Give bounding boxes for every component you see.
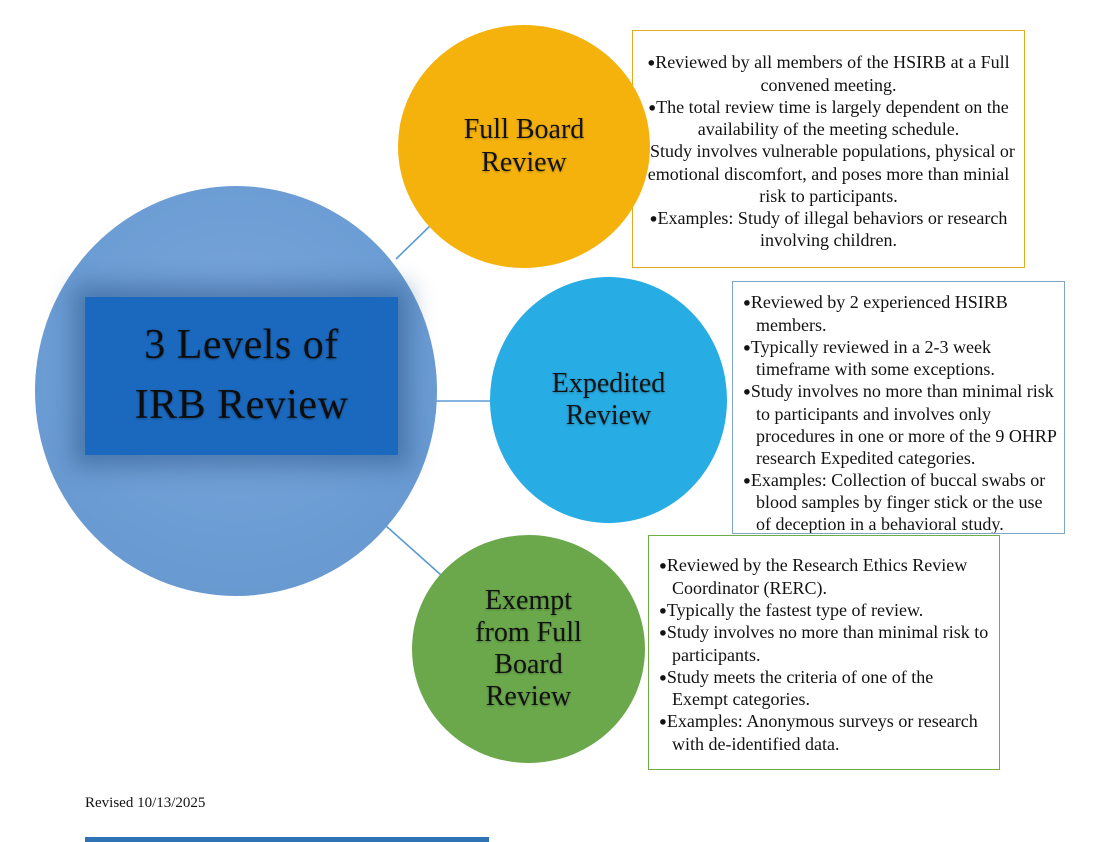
bullet-icon: ● bbox=[743, 383, 751, 399]
list-item-text: Reviewed by 2 experienced HSIRB members. bbox=[750, 292, 1008, 335]
bullet-icon: ● bbox=[659, 669, 667, 684]
diagram-title-panel: 3 Levels of IRB Review bbox=[85, 297, 398, 455]
bullet-icon: ● bbox=[648, 99, 657, 114]
bullet-icon: ● bbox=[659, 624, 667, 640]
bullet-icon: ● bbox=[659, 713, 667, 729]
level-circle-expedited: Expedited Review bbox=[490, 277, 727, 523]
bullet-icon: ● bbox=[743, 339, 751, 354]
list-item-text: Reviewed by all members of the HSIRB at … bbox=[655, 52, 1010, 95]
list-item-text: Study involves no more than minimal risk… bbox=[666, 622, 989, 665]
connector-to-exempt bbox=[384, 524, 442, 576]
diagram-title-line: IRB Review bbox=[134, 382, 349, 428]
level-circle-full-board: Full Board Review bbox=[398, 25, 650, 268]
connector-to-full-board bbox=[395, 223, 433, 260]
list-item-text: Examples: Collection of buccal swabs or … bbox=[750, 469, 1046, 534]
list-item-text: The total review time is largely depende… bbox=[656, 96, 1009, 140]
footer-revised-date: Revised 10/13/2025 bbox=[85, 795, 206, 811]
list-item-text: Examples: Study of illegal behaviors or … bbox=[657, 207, 1008, 251]
list-item: ●Reviewed by all members of the HSIRB at… bbox=[641, 51, 1016, 96]
bullet-icon: ● bbox=[743, 294, 751, 310]
list-item: ●The total review time is largely depend… bbox=[641, 96, 1016, 141]
bullet-icon: ● bbox=[647, 54, 656, 70]
bullet-icon: ● bbox=[649, 210, 658, 225]
list-item: ●Examples: Collection of buccal swabs or… bbox=[743, 469, 1058, 534]
list-item: ●Examples: Anonymous surveys or research… bbox=[659, 710, 993, 755]
list-item-text: Reviewed by the Research Ethics Review C… bbox=[666, 555, 968, 598]
bullet-icon: ● bbox=[659, 557, 667, 573]
list-item: ●Reviewed by the Research Ethics Review … bbox=[659, 554, 993, 599]
notes-box-expedited: ●Reviewed by 2 experienced HSIRB members… bbox=[732, 281, 1065, 534]
level-label: Exempt from Full Board Review bbox=[475, 584, 582, 713]
main-topic-circle: 3 Levels of IRB Review bbox=[35, 186, 437, 596]
list-item: ●Study involves no more than minimal ris… bbox=[743, 380, 1058, 469]
list-item: ●Study involves vulnerable populations, … bbox=[641, 140, 1016, 207]
list-item: ●Examples: Study of illegal behaviors or… bbox=[641, 207, 1016, 252]
list-item: ●Study involves no more than minimal ris… bbox=[659, 621, 993, 666]
notes-box-exempt: ●Reviewed by the Research Ethics Review … bbox=[648, 535, 1000, 770]
bottom-accent-bar bbox=[85, 837, 489, 842]
list-item-text: Typically the fastest type of review. bbox=[666, 599, 924, 620]
list-item: ●Reviewed by 2 experienced HSIRB members… bbox=[743, 291, 1058, 336]
list-item-text: Typically reviewed in a 2-3 week timefra… bbox=[750, 336, 995, 380]
notes-box-full-board: ●Reviewed by all members of the HSIRB at… bbox=[632, 30, 1025, 268]
list-item: ●Study meets the criteria of one of the … bbox=[659, 666, 993, 711]
list-item-text: Study meets the criteria of one of the E… bbox=[666, 666, 934, 710]
list-item-text: Study involves vulnerable populations, p… bbox=[647, 141, 1015, 206]
bullet-icon: ● bbox=[659, 602, 667, 617]
level-circle-exempt: Exempt from Full Board Review bbox=[412, 535, 645, 763]
bullet-icon: ● bbox=[743, 472, 751, 487]
list-item: ●Typically reviewed in a 2-3 week timefr… bbox=[743, 336, 1058, 381]
list-item-text: Examples: Anonymous surveys or research … bbox=[666, 711, 978, 754]
list-item: ●Typically the fastest type of review. bbox=[659, 599, 993, 622]
level-label: Expedited Review bbox=[551, 367, 666, 431]
list-item-text: Study involves no more than minimal risk… bbox=[750, 381, 1057, 468]
diagram-title-line: 3 Levels of bbox=[144, 322, 339, 369]
level-label: Full Board Review bbox=[463, 114, 585, 178]
